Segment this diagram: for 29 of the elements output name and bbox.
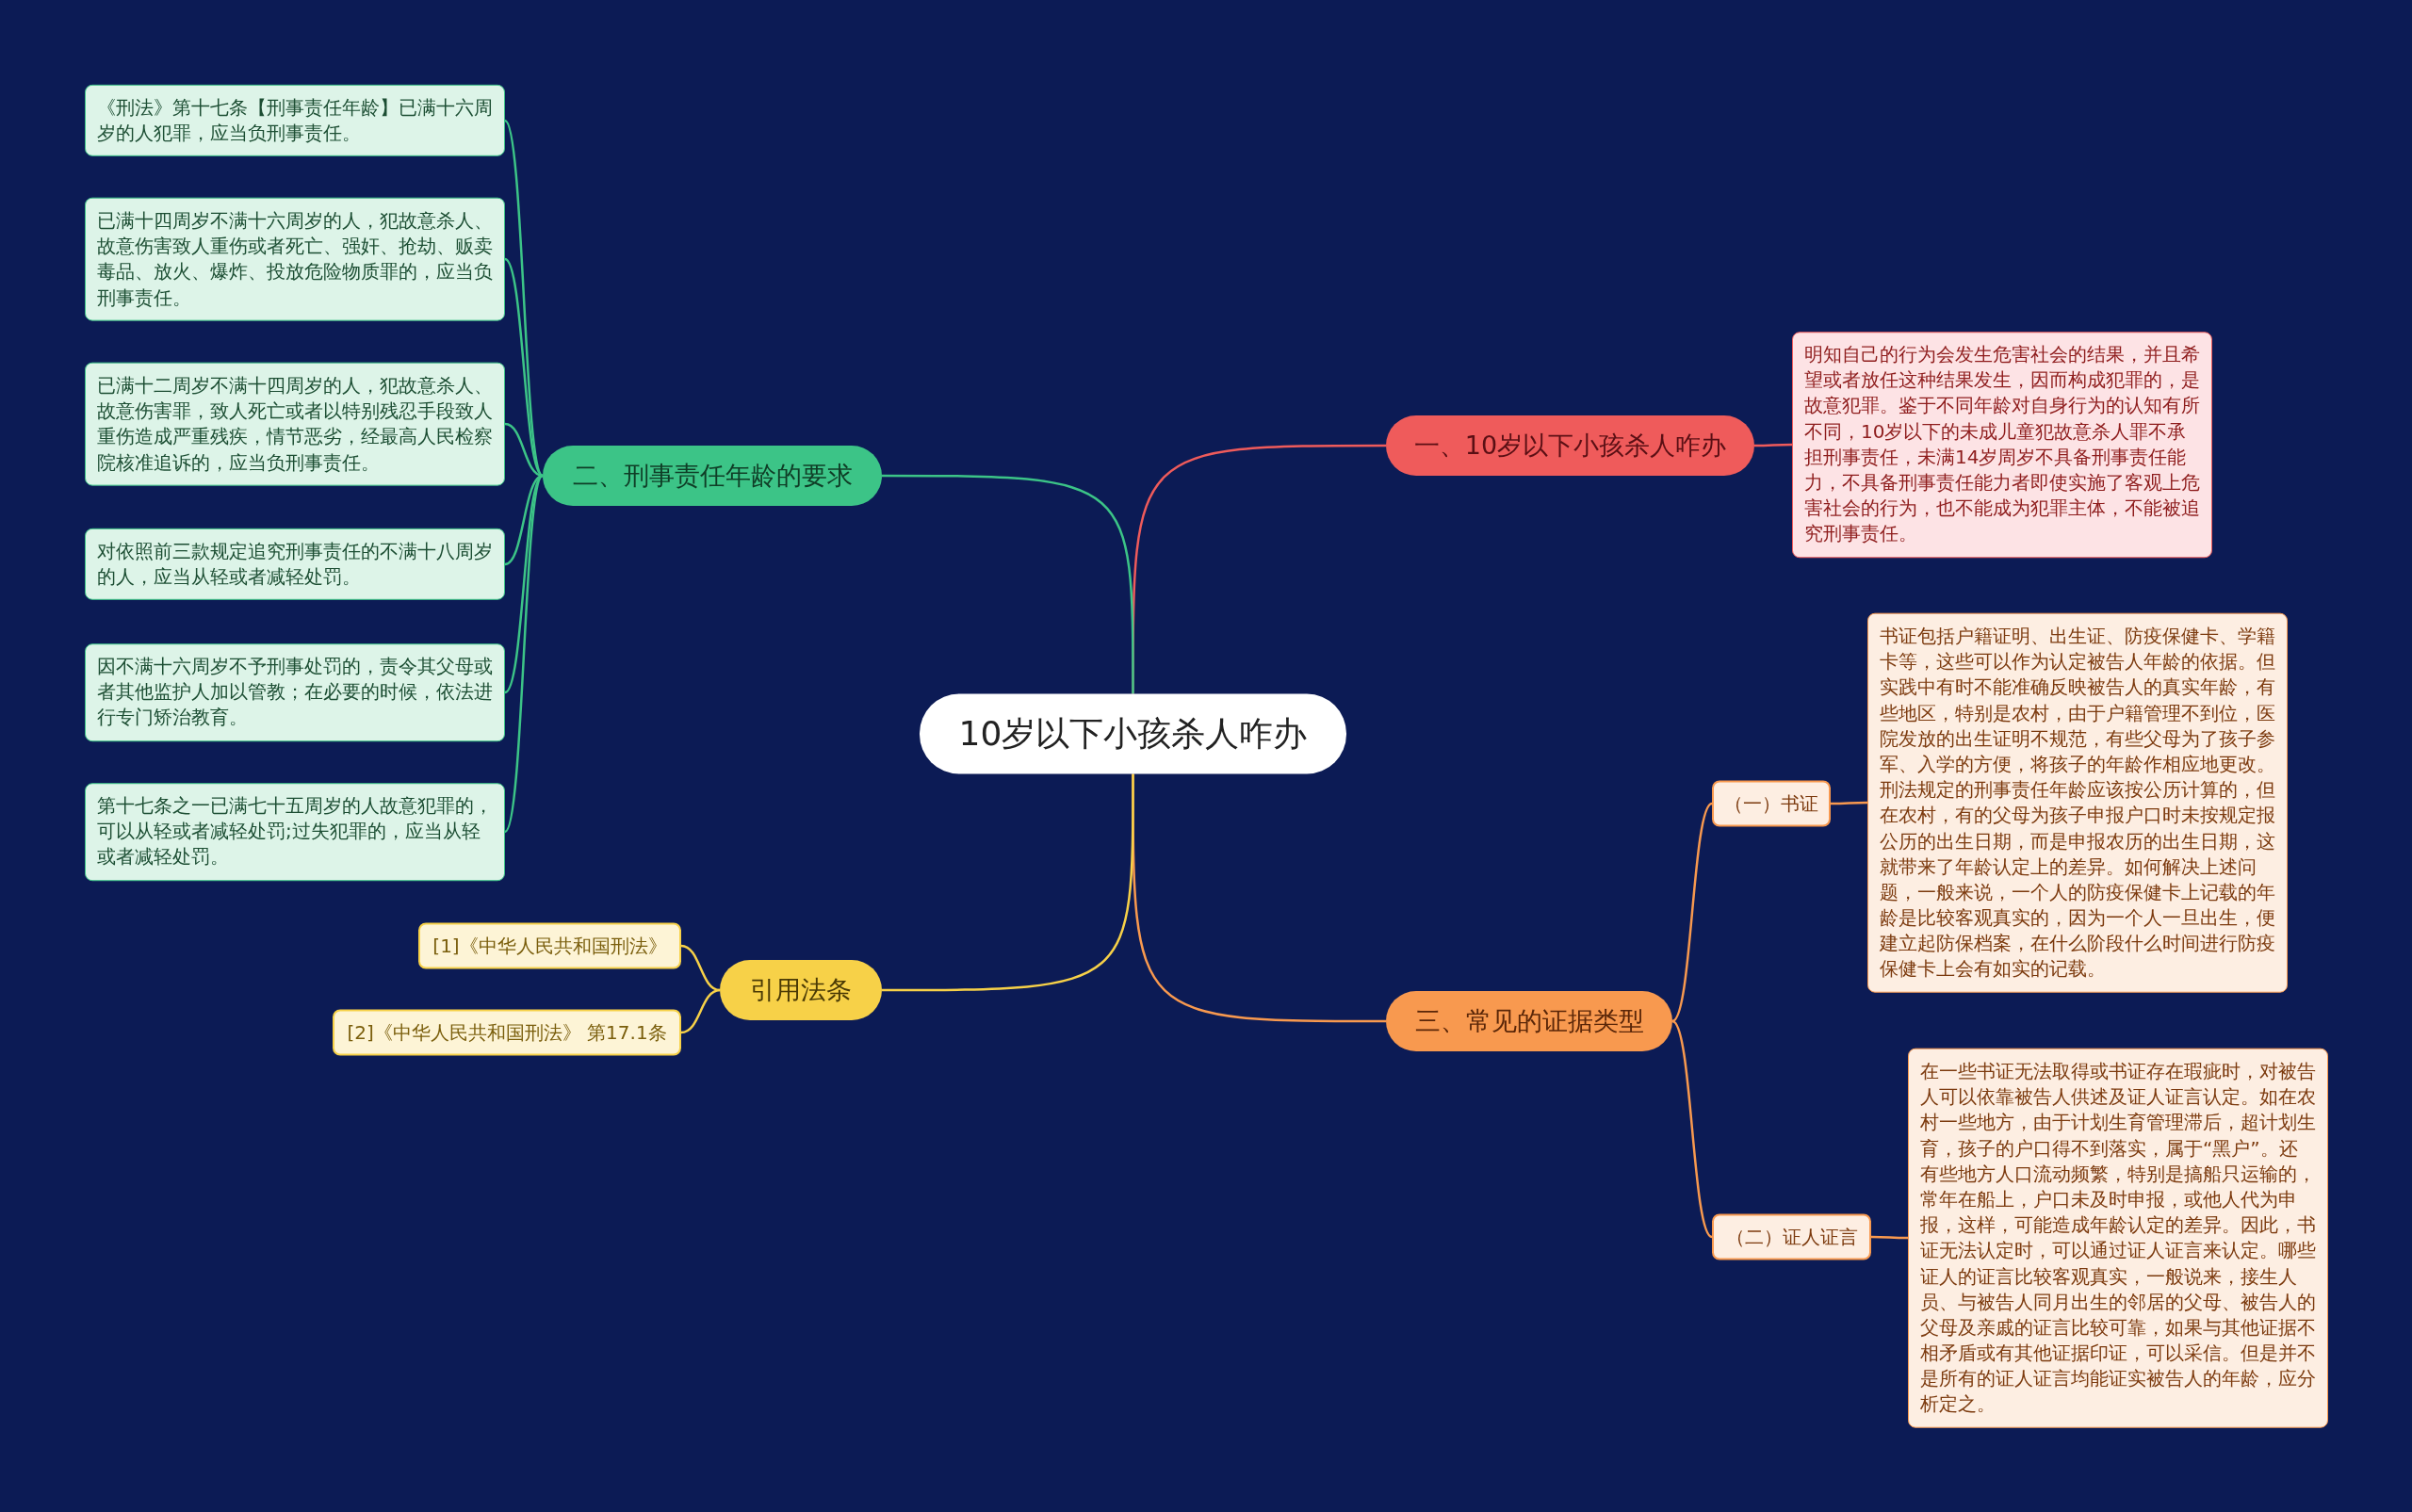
subtopic-box: （一）书证	[1712, 780, 1831, 827]
branch-topic: 引用法条	[720, 960, 882, 1020]
subtopic-box: [2]《中华人民共和国刑法》 第17.1条	[333, 1009, 681, 1056]
connector-line	[1671, 1020, 1713, 1238]
note-box: 《刑法》第十七条【刑事责任年龄】已满十六周岁的人犯罪，应当负刑事责任。	[85, 84, 505, 157]
note-box: 已满十二周岁不满十四周岁的人，犯故意杀人、故意伤害罪，致人死亡或者以特别残忍手段致人重伤造成严重残疾，情节恶劣，经最高人民检察院核准追诉的，应当负刑事责任。	[85, 362, 505, 486]
note-box: 第十七条之一已满七十五周岁的人故意犯罪的，可以从轻或者减轻处罚;过失犯罪的，应当从轻或者减轻处罚。	[85, 783, 505, 881]
note-box: 书证包括户籍证明、出生证、防疫保健卡、学籍卡等，这些可以作为认定被告人年龄的依据。但实践中有时不能准确反映被告人的真实年龄，有些地区，特别是农村，由于户籍管理不到位，医院发放的出生证明不规范，有些父母为了孩子参军、入学的方便，将孩子的年龄作相应地更改。刑法规定的刑事责任年龄应该按公历计算的，但在农村，有的父母为孩子申报户口时未按规定报公历的出生日期，而是申报农历的出生日期，这就带来了年龄认定上的差异。如何解决上述问题，一般来说，一个人的防疫保健卡上记载的年龄是比较客观真实的，因为一个人一旦出生，便建立起防保档案，在什么阶段什么时间进行防疫保健卡上会有如实的记载。	[1867, 612, 2288, 993]
connector-line	[1671, 803, 1713, 1022]
central-topic: 10岁以下小孩杀人咋办	[920, 693, 1346, 774]
connector-line	[680, 944, 721, 992]
note-box: 已满十四周岁不满十六周岁的人，犯故意杀人、故意伤害致人重伤或者死亡、强奸、抢劫、贩卖毒品、放火、爆炸、投放危险物质罪的，应当负刑事责任。	[85, 197, 505, 321]
connector-line	[1831, 801, 1867, 805]
connector-line	[1871, 1235, 1908, 1240]
note-box: 明知自己的行为会发生危害社会的结果，并且希望或者放任这种结果发生，因而构成犯罪的，是故意犯罪。鉴于不同年龄对自身行为的认知有所不同，10岁以下的未成儿童犯故意杀人罪不承担刑事责任，未满14岁周岁不具备刑事责任能力，不具备刑事责任能力者即使实施了客观上危害社会的行为，也不能成为犯罪主体，不能被追究刑事责任。	[1792, 332, 2212, 558]
branch-topic: 一、10岁以下小孩杀人咋办	[1386, 415, 1754, 476]
connector-line	[882, 773, 1134, 992]
connector-line	[680, 988, 721, 1034]
branch-topic: 三、常见的证据类型	[1386, 991, 1672, 1051]
note-box: 因不满十六周岁不予刑事处罚的，责令其父母或者其他监护人加以管教；在必要的时候，依法进行专门矫治教育。	[85, 643, 505, 741]
connector-line	[1754, 443, 1792, 447]
note-box: 对依照前三款规定追究刑事责任的不满十八周岁的人，应当从轻或者减轻处罚。	[85, 528, 505, 601]
note-box: 在一些书证无法取得或书证存在瑕疵时，对被告人可以依靠被告人供述及证人证言认定。如在农村一些地方，由于计划生育管理滞后，超计划生育，孩子的户口得不到落实，属于“黑户”。还有些地方人口流动频繁，特别是搞船只运输的，常年在船上，户口未及时申报，或他人代为申报，这样，可能造成年龄认定的差异。因此，书证无法认定时，可以通过证人证言来认定。哪些证人的证言比较客观真实，一般说来，接生人员、与被告人同月出生的邻居的父母、被告人的父母及亲戚的证言比较可靠，如果与其他证据不相矛盾或有其他证据印证，可以采信。但是并不是所有的证人证言均能证实被告人的年龄，应分析定之。	[1908, 1048, 2328, 1428]
branch-topic: 二、刑事责任年龄的要求	[543, 446, 882, 506]
subtopic-box: （二）证人证言	[1712, 1213, 1871, 1260]
subtopic-box: [1]《中华人民共和国刑法》	[418, 922, 681, 969]
connector-line	[882, 474, 1134, 694]
connector-line	[503, 475, 545, 833]
connector-line	[503, 120, 545, 477]
